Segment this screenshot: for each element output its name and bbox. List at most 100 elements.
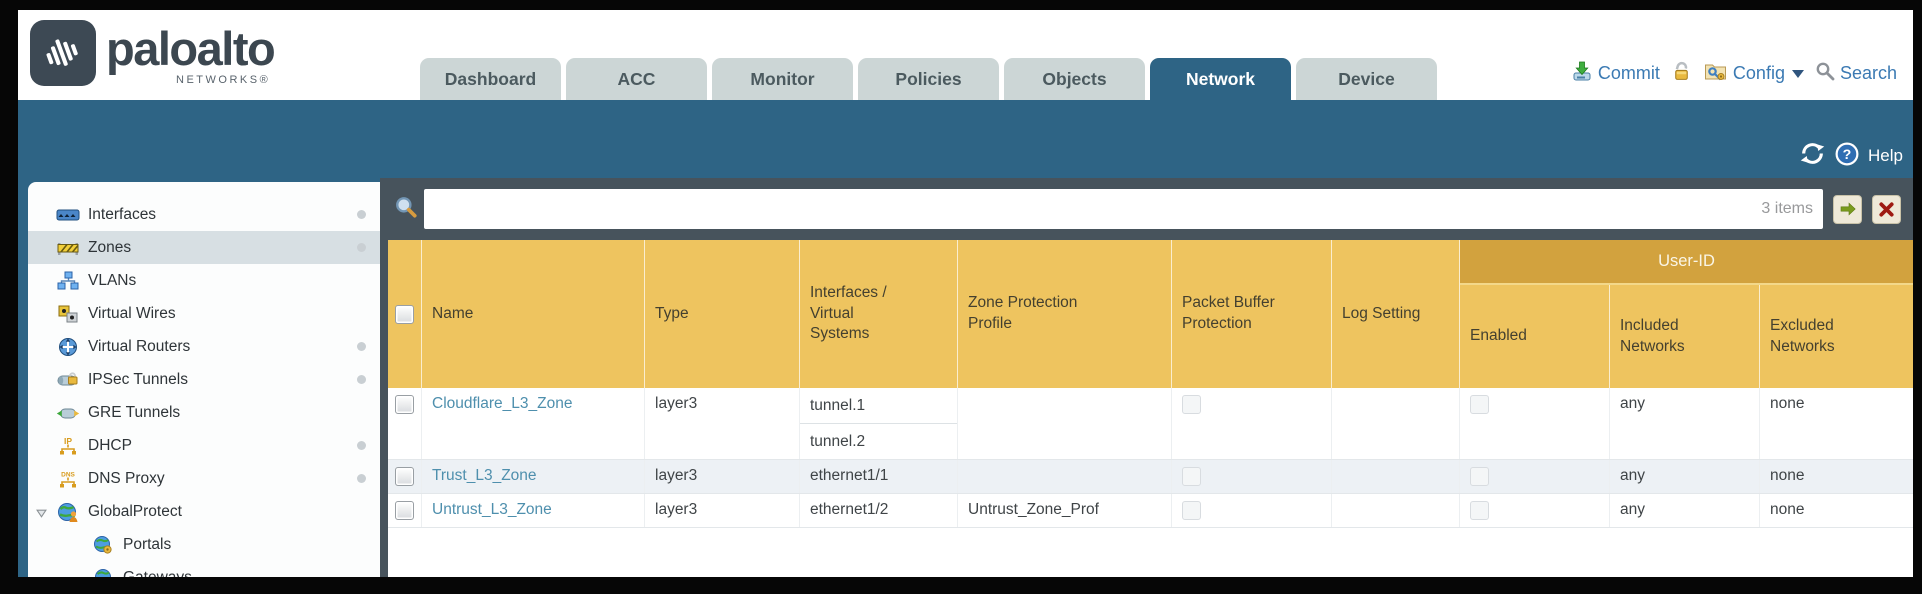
included-networks-cell: any — [1610, 494, 1760, 527]
app-window: paloalto NETWORKS® Dashboard ACC Monitor… — [18, 10, 1913, 577]
gateways-icon — [90, 568, 116, 577]
row-checkbox[interactable] — [395, 501, 414, 520]
excluded-networks-cell: none — [1770, 501, 1805, 518]
userid-enabled-checkbox[interactable] — [1470, 467, 1489, 486]
tab-dashboard[interactable]: Dashboard — [420, 58, 561, 100]
interfaces-icon — [55, 206, 81, 224]
sidebar-item-globalprotect[interactable]: GlobalProtect — [28, 495, 380, 528]
row-select-cell — [388, 460, 422, 493]
main-nav-tabs: Dashboard ACC Monitor Policies Objects N… — [420, 58, 1437, 100]
sidebar-item-virtual-routers[interactable]: Virtual Routers — [28, 330, 380, 363]
tab-objects[interactable]: Objects — [1004, 58, 1145, 100]
zone-name-link[interactable]: Cloudflare_L3_Zone — [432, 395, 573, 412]
tab-acc[interactable]: ACC — [566, 58, 707, 100]
sidebar-item-ipsec-tunnels[interactable]: IPSec Tunnels — [28, 363, 380, 396]
col-header-log-setting[interactable]: Log Setting — [1332, 240, 1460, 388]
excluded-networks-cell: none — [1770, 467, 1805, 484]
zone-name-cell: Cloudflare_L3_Zone — [422, 388, 645, 459]
col-header-packet-buffer-protection[interactable]: Packet Buffer Protection — [1172, 240, 1332, 388]
global-search-button[interactable]: Search — [1815, 61, 1897, 86]
search-label: Search — [1839, 63, 1897, 83]
sidebar-item-label: DNS Proxy — [88, 469, 165, 487]
clear-filter-button[interactable] — [1872, 194, 1901, 224]
sidebar-item-vlans[interactable]: VLANs — [28, 264, 380, 297]
tab-policies[interactable]: Policies — [858, 58, 999, 100]
top-header: paloalto NETWORKS® Dashboard ACC Monitor… — [18, 10, 1913, 100]
sidebar-item-interfaces[interactable]: Interfaces — [28, 198, 380, 231]
filter-input[interactable] — [434, 199, 1762, 219]
items-count: 3 items — [1761, 200, 1813, 217]
sidebar-item-label: GlobalProtect — [88, 502, 182, 520]
col-header-excluded-networks[interactable]: Excluded Networks — [1770, 316, 1835, 355]
zone-type-cell: layer3 — [645, 494, 800, 527]
packet-buffer-checkbox[interactable] — [1182, 501, 1201, 520]
zone-name-cell: Trust_L3_Zone — [422, 460, 645, 493]
paloalto-wordmark: paloalto NETWORKS® — [106, 20, 276, 86]
sidebar-item-label: DHCP — [88, 436, 132, 454]
row-checkbox[interactable] — [395, 395, 414, 414]
userid-enabled-cell — [1460, 494, 1610, 527]
sidebar-item-gateways[interactable]: Gateways — [28, 561, 380, 577]
sidebar-item-zones[interactable]: Zones — [28, 231, 380, 264]
sidebar-item-dns-proxy[interactable]: DNS DNS Proxy — [28, 462, 380, 495]
expander-triangle-icon[interactable] — [36, 506, 47, 524]
col-header-type[interactable]: Type — [645, 240, 800, 388]
tab-device[interactable]: Device — [1296, 58, 1437, 100]
sidebar-item-dhcp[interactable]: IP DHCP — [28, 429, 380, 462]
status-dot — [357, 375, 366, 384]
svg-text:IP: IP — [64, 436, 72, 446]
col-header-zone-protection-profile[interactable]: Zone Protection Profile — [958, 240, 1172, 388]
paloalto-logo-icon — [30, 20, 96, 86]
help-label[interactable]: Help — [1868, 146, 1903, 165]
config-label: Config — [1732, 63, 1785, 83]
lock-icon[interactable] — [1671, 61, 1692, 87]
zone-type-cell: layer3 — [645, 388, 800, 459]
packet-buffer-checkbox[interactable] — [1182, 395, 1201, 414]
col-header-name[interactable]: Name — [422, 240, 645, 388]
portals-icon — [90, 535, 116, 555]
status-dot — [357, 243, 366, 252]
sidebar-item-label: Zones — [88, 238, 132, 256]
filter-bar: 3 items — [388, 178, 1913, 240]
tab-monitor[interactable]: Monitor — [712, 58, 853, 100]
col-header-enabled[interactable]: Enabled — [1460, 285, 1610, 388]
zone-protection-cell — [958, 388, 1172, 459]
sidebar-item-virtual-wires[interactable]: Virtual Wires — [28, 297, 380, 330]
select-all-checkbox[interactable] — [395, 304, 414, 324]
status-dot — [357, 210, 366, 219]
tab-network[interactable]: Network — [1150, 58, 1291, 100]
config-menu-button[interactable]: Config — [1703, 59, 1804, 88]
userid-enabled-cell — [1460, 388, 1610, 459]
zone-name-link[interactable]: Untrust_L3_Zone — [432, 501, 552, 518]
sidebar-item-label: Gateways — [123, 568, 192, 578]
help-icon[interactable]: ? — [1835, 142, 1859, 171]
green-arrow-icon — [1840, 202, 1856, 216]
refresh-icon[interactable] — [1799, 140, 1826, 172]
header-utilities: Commit Config — [1571, 59, 1897, 88]
brand-name: paloalto — [106, 22, 276, 75]
teal-band: ? Help — [18, 100, 1913, 178]
sidebar-item-label: Interfaces — [88, 205, 157, 223]
apply-filter-button[interactable] — [1833, 194, 1862, 224]
packet-buffer-checkbox[interactable] — [1182, 467, 1201, 486]
zone-protection-cell — [958, 460, 1172, 493]
log-setting-cell — [1332, 494, 1460, 527]
col-header-included-networks[interactable]: Included Networks — [1610, 285, 1760, 388]
red-x-icon — [1879, 201, 1894, 217]
col-header-interfaces[interactable]: Interfaces / Virtual Systems — [800, 240, 958, 388]
table-empty-space — [388, 528, 1913, 577]
sidebar-item-portals[interactable]: Portals — [28, 528, 380, 561]
row-checkbox[interactable] — [395, 467, 414, 486]
sidebar-item-label: Virtual Routers — [88, 337, 191, 355]
status-dot — [357, 342, 366, 351]
userid-enabled-checkbox[interactable] — [1470, 501, 1489, 520]
virtual-routers-icon — [55, 337, 81, 357]
log-setting-cell — [1332, 388, 1460, 459]
zone-name-link[interactable]: Trust_L3_Zone — [432, 467, 537, 484]
zones-icon — [55, 239, 81, 257]
vlans-icon — [55, 271, 81, 291]
sidebar-item-gre-tunnels[interactable]: GRE Tunnels — [28, 396, 380, 429]
user-id-group-header: User-ID — [1460, 240, 1913, 285]
commit-button[interactable]: Commit — [1571, 60, 1660, 87]
userid-enabled-checkbox[interactable] — [1470, 395, 1489, 414]
